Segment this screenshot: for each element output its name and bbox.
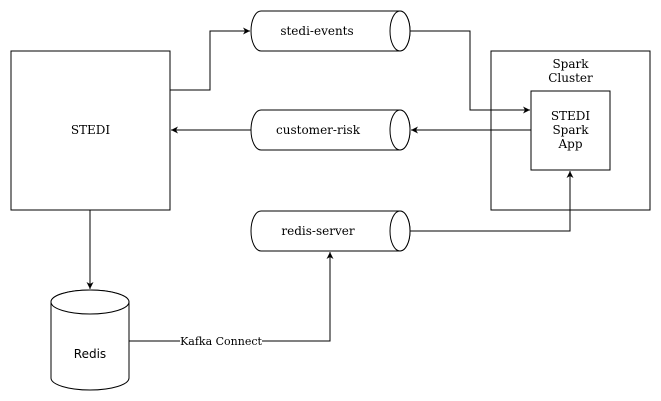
stedi-spark-app-label-line-3: App [557,137,582,151]
stedi-events-topic: stedi-events [250,10,411,52]
kafka-connect-edge-label: Kafka Connect [180,334,263,348]
spark-cluster-label-line-1: Spark [552,57,589,71]
stedi-events-label: stedi-events [280,24,353,38]
stedi-spark-app-label-line-2: Spark [552,123,589,137]
customer-risk-topic: customer-risk [250,109,411,151]
redis-server-label: redis-server [281,224,354,238]
kafka-connect-label: Kafka Connect [180,335,262,348]
stedi-spark-app-node: STEDI Spark App [530,90,611,171]
edge-redis-to-redis-server [129,252,334,342]
edge-stedi-to-stedi-events [170,27,250,91]
redis-server-topic: redis-server [250,210,411,252]
spark-cluster-label-line-2: Cluster [548,71,593,85]
stedi-node: STEDI [10,50,171,211]
stedi-label: STEDI [71,123,111,137]
redis-label: Redis [74,347,106,361]
edge-redis-server-to-spark-app [410,171,574,232]
redis-database: Redis [50,289,130,391]
edge-stedi-events-to-spark-app [410,30,530,114]
customer-risk-label: customer-risk [276,123,361,137]
stedi-spark-app-label-line-1: STEDI [551,109,591,123]
